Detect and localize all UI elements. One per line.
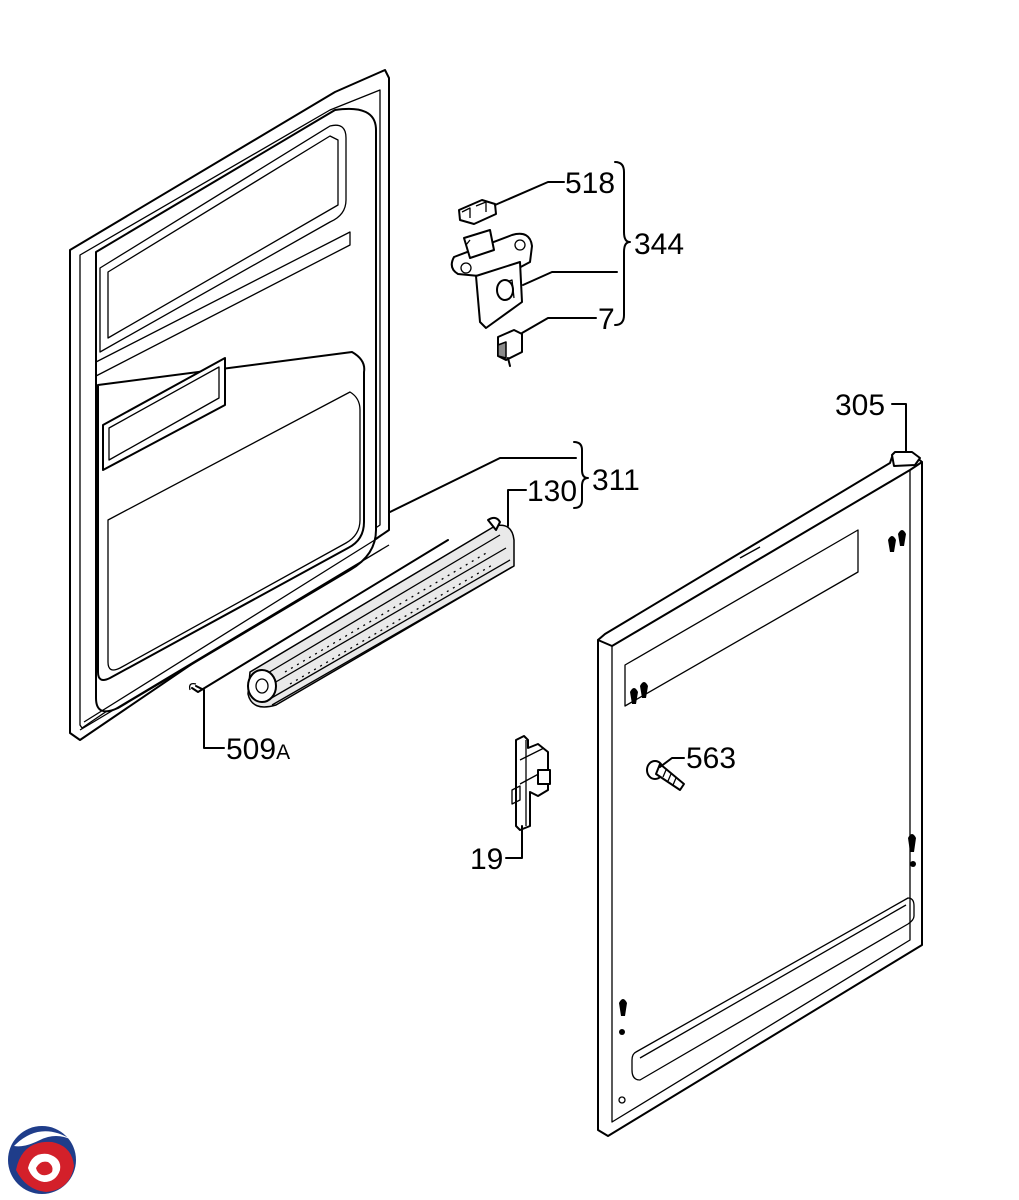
door-wire-rod — [188, 539, 449, 693]
microswitch-7 — [497, 329, 523, 367]
leader-lines — [203, 161, 907, 859]
callout-563: 563 — [686, 742, 736, 775]
lock-body — [450, 229, 533, 329]
outer-door-panel — [597, 451, 923, 1137]
callout-509-suffix: A — [276, 741, 290, 764]
inner-door-panel — [69, 69, 390, 741]
callout-518: 518 — [565, 167, 615, 200]
latch-piece-518 — [458, 199, 497, 225]
callout-305: 305 — [835, 389, 885, 422]
door-lock-assembly — [450, 199, 533, 367]
callout-7: 7 — [598, 303, 615, 336]
callout-311: 311 — [592, 464, 640, 497]
callout-labels: 518 344 7 305 311 130 509A 563 19 — [226, 167, 885, 876]
callout-130: 130 — [527, 475, 577, 508]
callout-19: 19 — [470, 843, 503, 876]
callout-344: 344 — [634, 228, 684, 261]
callout-509-number: 509 — [226, 733, 276, 766]
hinge-bracket-19 — [511, 735, 551, 831]
brand-swirl-logo — [8, 1126, 76, 1194]
door-seal-gasket — [247, 516, 515, 708]
screw-563 — [646, 760, 685, 791]
callout-509a: 509A — [226, 733, 290, 766]
